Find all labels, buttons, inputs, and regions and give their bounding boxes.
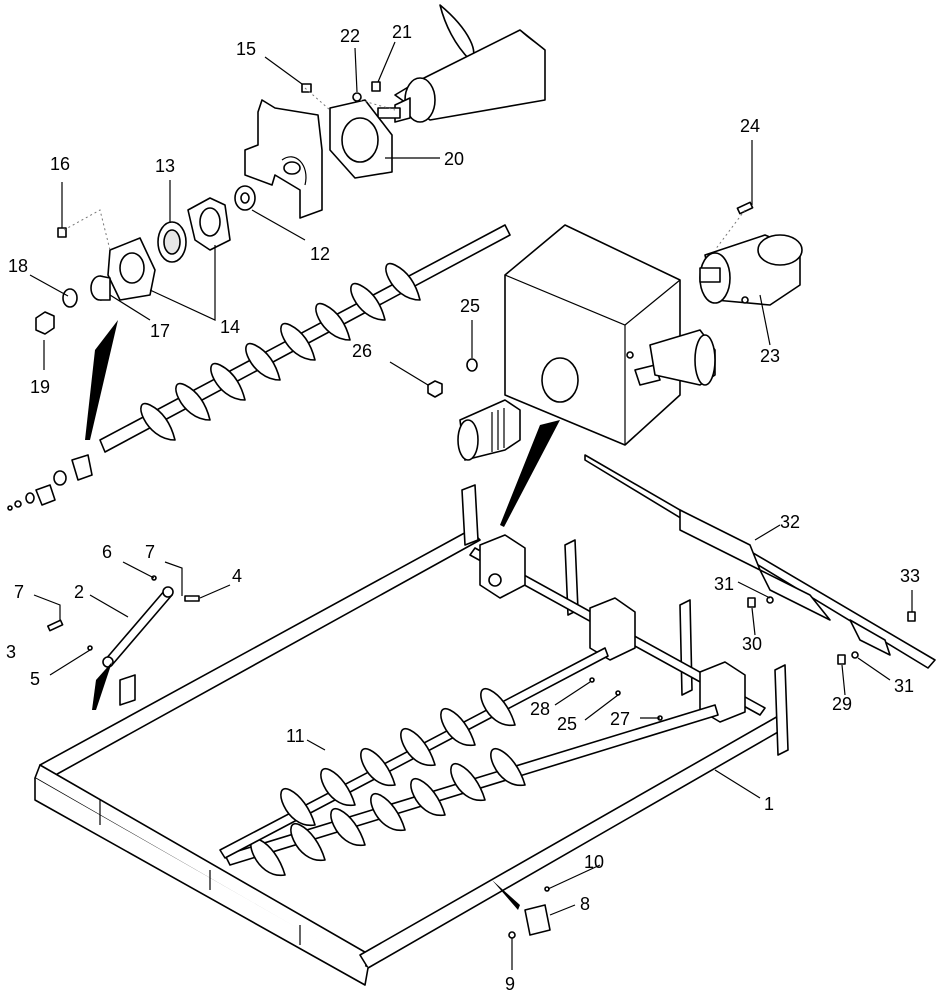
auger-shield — [584, 454, 936, 669]
gearbox-output-shaft — [649, 329, 716, 386]
lower-auger-front — [224, 704, 719, 876]
callout-20: 20 — [444, 149, 464, 169]
callout-6: 6 — [102, 542, 112, 562]
collar — [90, 275, 111, 301]
mounting-plate — [329, 99, 393, 179]
callout-25b: 25 — [557, 714, 577, 734]
cylinder-bracket — [119, 674, 136, 706]
hydraulic-motor — [699, 234, 803, 306]
callout-30: 30 — [742, 634, 762, 654]
callout-3: 3 — [6, 642, 16, 662]
callout-10: 10 — [584, 852, 604, 872]
callout-5: 5 — [30, 669, 40, 689]
callout-12: 12 — [310, 244, 330, 264]
callout-19: 19 — [30, 377, 50, 397]
gearbox-housing — [504, 224, 681, 446]
motor-bolt — [736, 201, 754, 215]
callout-16: 16 — [50, 154, 70, 174]
callout-31b: 31 — [894, 676, 914, 696]
shield-fasteners — [589, 596, 916, 721]
callout-labels: 15 22 21 20 24 16 13 12 18 17 14 19 25 2… — [6, 22, 920, 994]
callout-4: 4 — [232, 566, 242, 586]
drive-bracket — [244, 99, 323, 219]
flange-bearing-left — [107, 237, 156, 301]
callout-8: 8 — [580, 894, 590, 914]
lower-auger-rear — [219, 647, 609, 859]
indicator-arrow-bottom — [492, 880, 520, 910]
splined-coupler — [457, 399, 521, 461]
callout-32: 32 — [780, 512, 800, 532]
callout-14: 14 — [220, 317, 240, 337]
callout-17: 17 — [150, 321, 170, 341]
callout-23: 23 — [760, 346, 780, 366]
callout-13: 13 — [155, 156, 175, 176]
callout-31a: 31 — [714, 574, 734, 594]
callout-7b: 7 — [14, 582, 24, 602]
callout-28: 28 — [530, 699, 550, 719]
nut-26 — [427, 380, 443, 398]
upper-auger-flighting — [99, 224, 511, 453]
washer-small — [62, 288, 78, 308]
hex-nut — [35, 311, 55, 335]
indicator-arrow-upper — [85, 320, 118, 440]
washer — [234, 185, 256, 211]
flange-bearing-right — [187, 197, 231, 251]
callout-24: 24 — [740, 116, 760, 136]
indicator-arrow-center — [500, 420, 560, 527]
nut-25 — [466, 358, 478, 372]
callout-27: 27 — [610, 709, 630, 729]
hydraulic-cylinder — [102, 586, 174, 668]
hold-down-clip — [508, 886, 551, 939]
callout-2: 2 — [74, 582, 84, 602]
callout-1: 1 — [764, 794, 774, 814]
callout-33: 33 — [900, 566, 920, 586]
callout-26: 26 — [352, 341, 372, 361]
bearing — [157, 221, 187, 263]
callout-11: 11 — [286, 726, 305, 746]
callout-7a: 7 — [145, 542, 155, 562]
bearing-hardware-string — [7, 454, 93, 511]
indicator-arrow-left — [92, 662, 112, 710]
callout-15: 15 — [236, 39, 256, 59]
callout-9: 9 — [505, 974, 515, 994]
callout-22: 22 — [340, 26, 360, 46]
callout-29: 29 — [832, 694, 852, 714]
callout-21: 21 — [392, 22, 412, 42]
auger-frame — [34, 484, 789, 986]
callout-18: 18 — [8, 256, 28, 276]
leader-lines — [29, 41, 913, 970]
callout-25: 25 — [460, 296, 480, 316]
